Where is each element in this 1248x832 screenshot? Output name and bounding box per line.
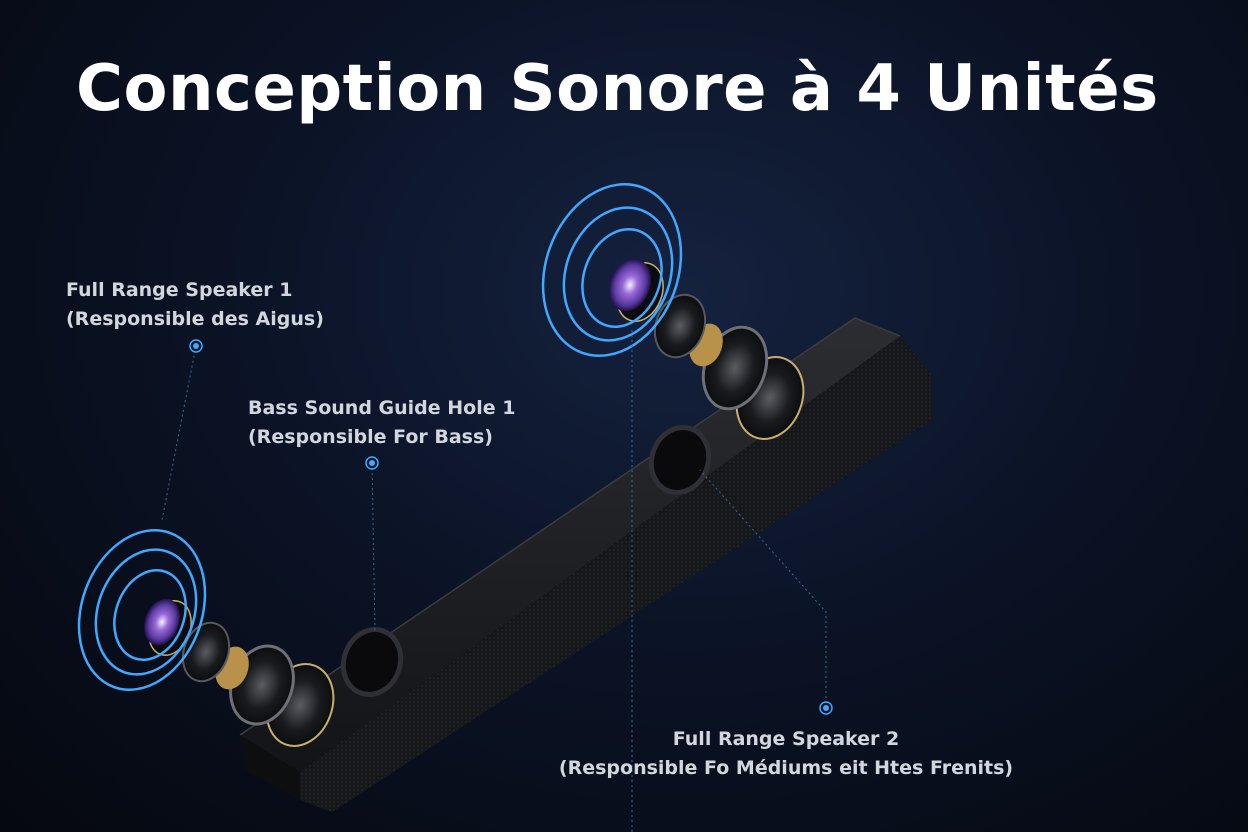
callout-1-subtitle: (Responsible des Aigus) [66,308,324,330]
page-title: Conception Sonore à 4 Unités [76,52,1159,126]
callout-full-range-speaker-2: Full Range Speaker 2 (Responsible Fo Méd… [540,725,1032,783]
callout-3-subtitle: (Responsible Fo Médiums eit Htes Frenits… [558,757,1014,779]
soundbar-body [239,317,932,812]
callout-1-title: Full Range Speaker 1 [66,279,293,301]
callout-full-range-speaker-1: Full Range Speaker 1 (Responsible des Ai… [66,276,324,334]
callout-leader-3 [631,330,833,832]
callout-bass-guide-hole-1: Bass Sound Guide Hole 1 (Responsible For… [248,394,515,452]
callout-leader-2 [365,456,379,633]
callout-leader-1 [161,339,203,521]
callout-3-title: Full Range Speaker 2 [672,728,900,750]
full-range-speaker-2-driver [541,183,805,440]
callout-2-title: Bass Sound Guide Hole 1 [248,397,516,419]
bass-guide-hole-1 [340,627,404,697]
full-range-speaker-1-driver [77,529,335,747]
callout-2-subtitle: (Responsible For Bass) [248,426,493,448]
bass-guide-hole-2 [648,425,712,495]
